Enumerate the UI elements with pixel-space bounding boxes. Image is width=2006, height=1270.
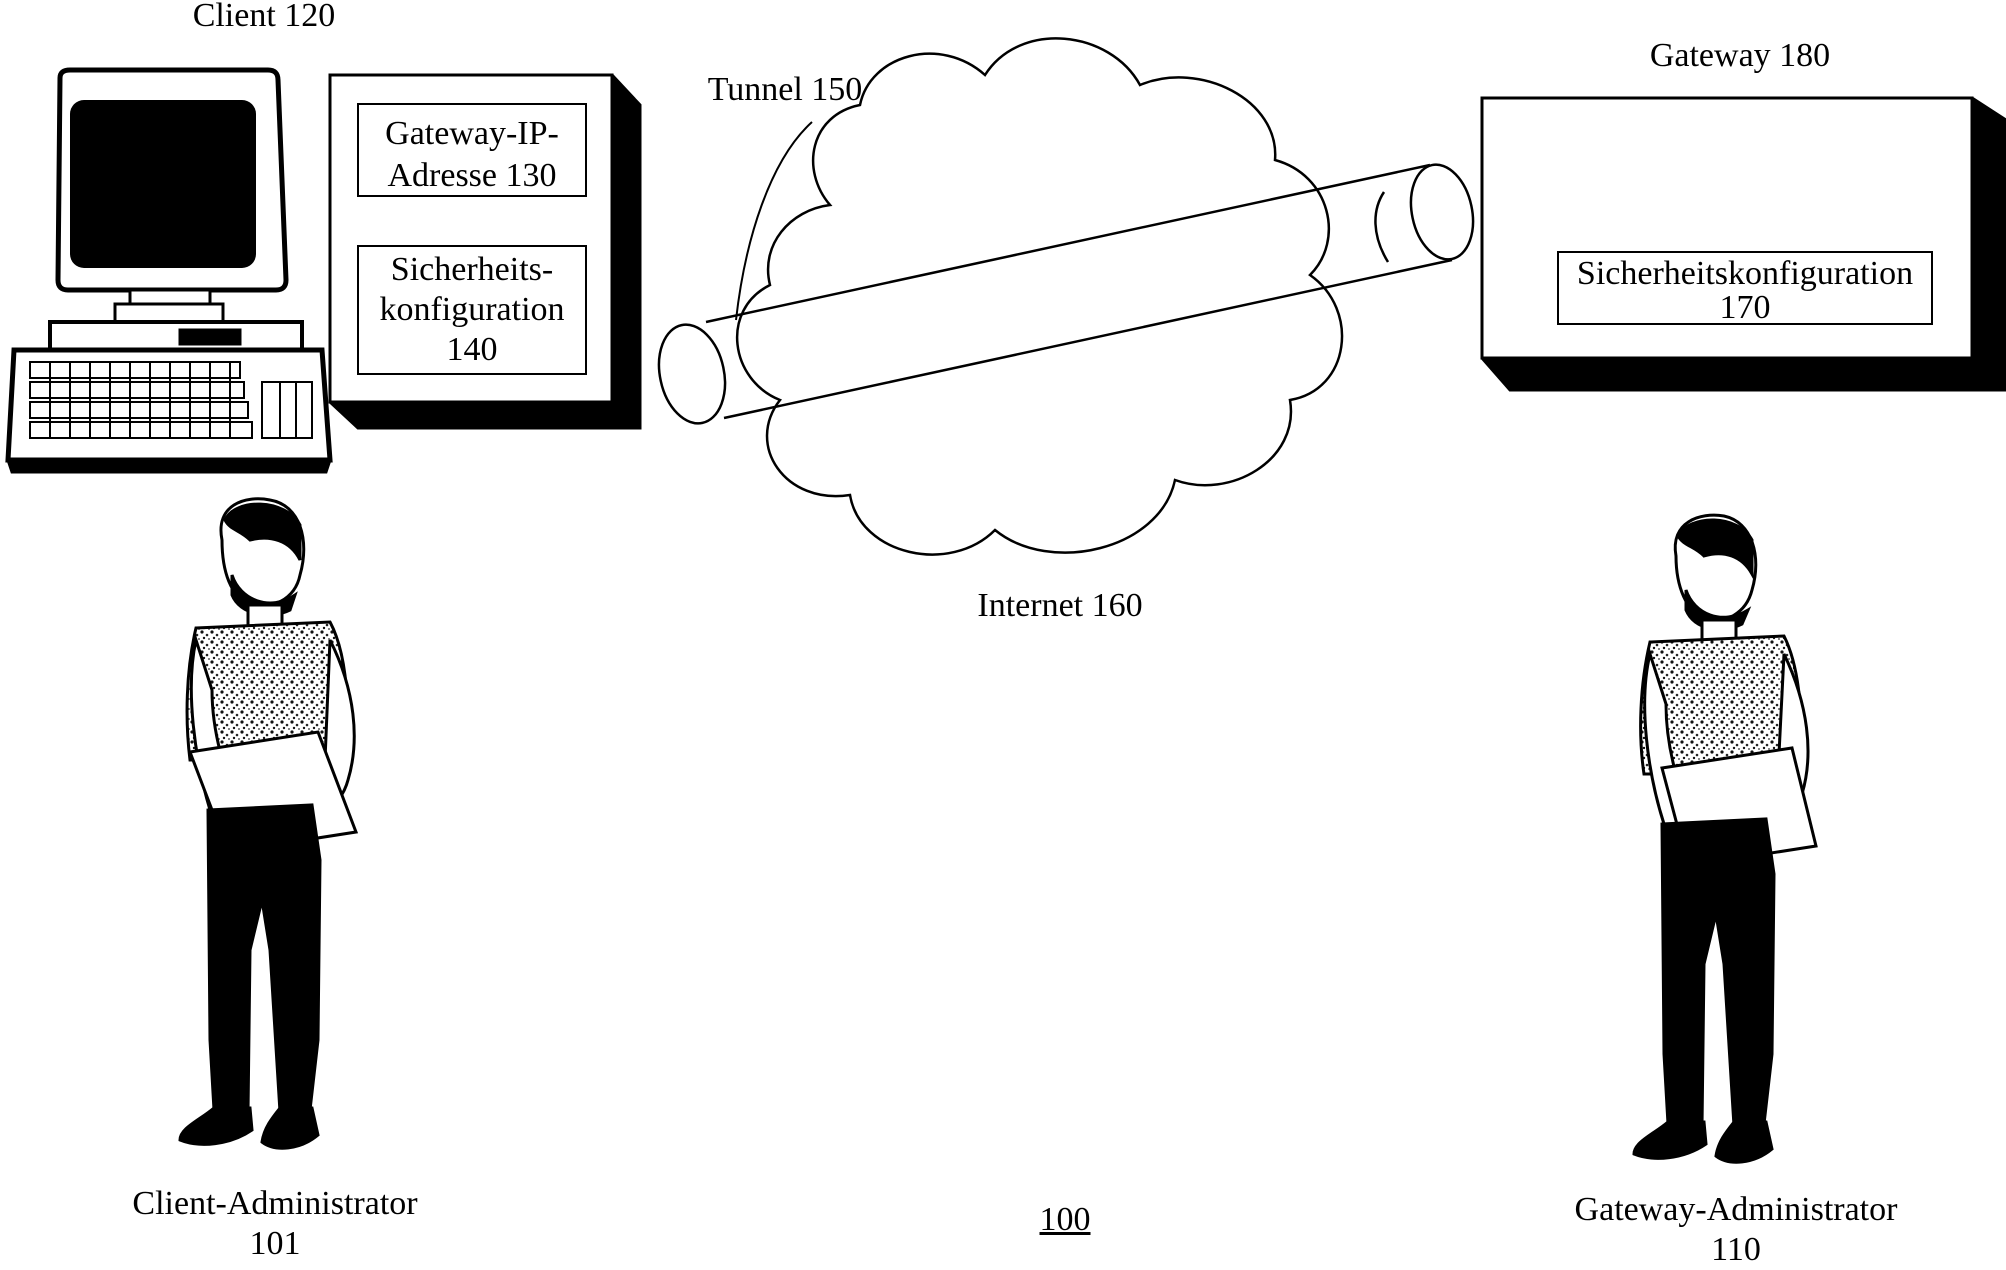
tunnel-label: Tunnel 150 xyxy=(690,70,880,110)
client-security-config-label-line2: konfiguration xyxy=(358,290,586,330)
tunnel-leader-line xyxy=(736,122,812,320)
gateway-security-config-label-line2: 170 xyxy=(1558,288,1932,328)
client-admin-label-line2: 101 xyxy=(110,1224,440,1264)
tunnel-pipe xyxy=(650,159,1481,430)
client-admin-label-line1: Client-Administrator xyxy=(110,1184,440,1224)
gateway-box xyxy=(1482,98,2006,390)
gateway-admin-label-line1: Gateway-Administrator xyxy=(1546,1190,1926,1230)
figure-reference-number: 100 xyxy=(1010,1200,1120,1240)
gateway-admin-person-icon xyxy=(1634,515,1816,1162)
client-computer-icon xyxy=(8,70,330,472)
gateway-label: Gateway 180 xyxy=(1630,36,1850,76)
internet-label: Internet 160 xyxy=(960,586,1160,626)
client-admin-person-icon xyxy=(180,499,356,1148)
client-label: Client 120 xyxy=(170,0,358,36)
client-security-config-label-line1: Sicherheits- xyxy=(358,250,586,290)
gateway-ip-address-label-line2: Adresse 130 xyxy=(358,156,586,196)
gateway-ip-address-label-line1: Gateway-IP- xyxy=(358,114,586,154)
client-security-config-label-line3: 140 xyxy=(358,330,586,370)
gateway-admin-label-line2: 110 xyxy=(1546,1230,1926,1270)
